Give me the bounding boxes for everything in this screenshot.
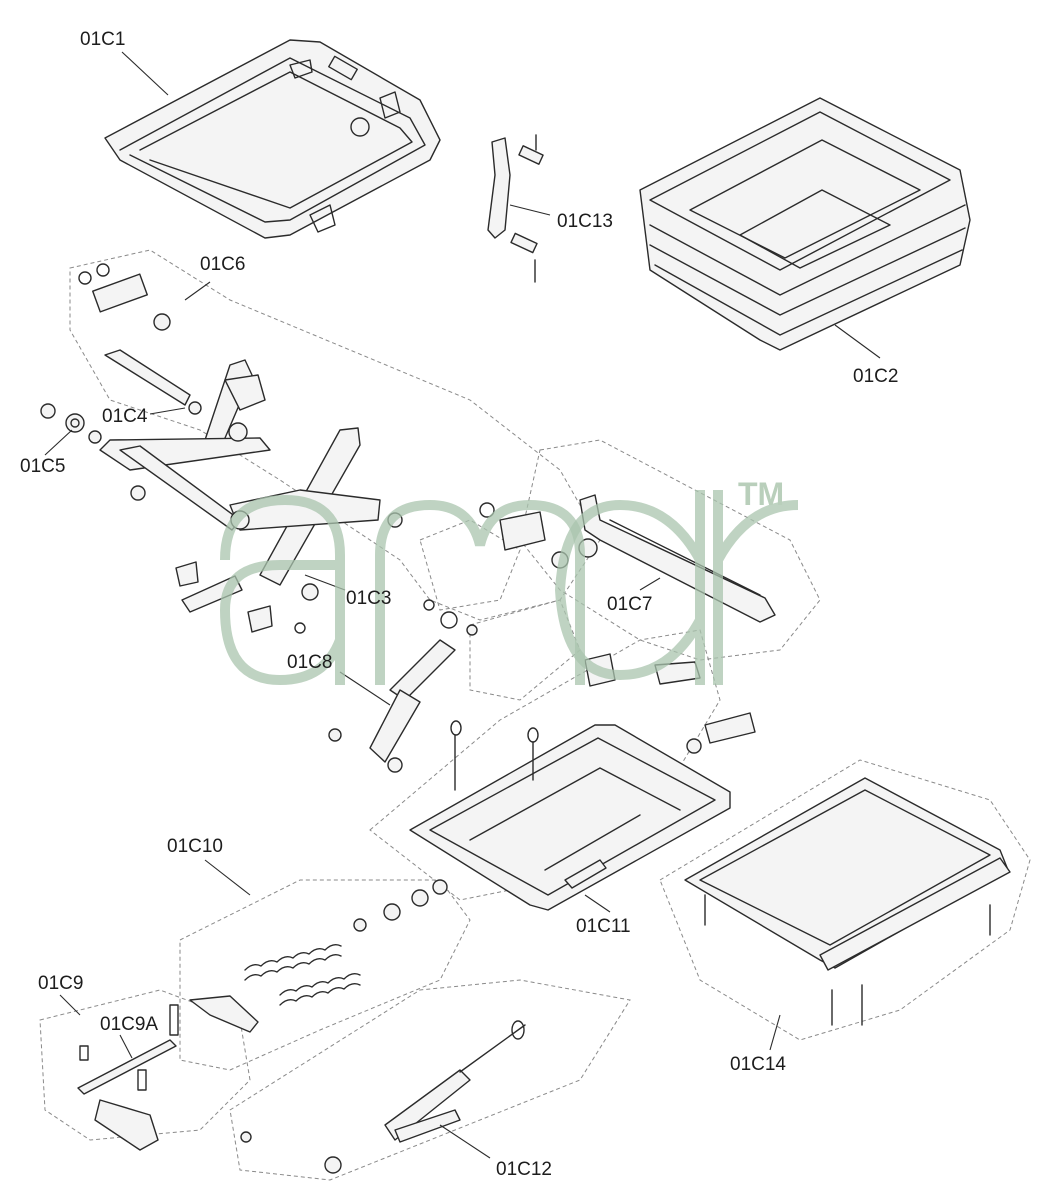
callout-01C12: 01C12 bbox=[496, 1159, 552, 1180]
callout-01C9: 01C9 bbox=[38, 973, 83, 994]
part-01C13-height-lever bbox=[487, 134, 544, 283]
callout-01C4: 01C4 bbox=[102, 406, 148, 427]
part-01C1-seat-pan bbox=[104, 39, 441, 239]
part-01C4-01C5-fasteners bbox=[40, 401, 202, 501]
part-01C2-seat-cushion bbox=[639, 97, 971, 351]
part-01C14-slide-plate bbox=[684, 777, 1011, 1026]
callout-01C6: 01C6 bbox=[200, 254, 245, 275]
callout-01C7: 01C7 bbox=[607, 594, 652, 615]
callout-01C3: 01C3 bbox=[346, 588, 391, 609]
callout-01C10: 01C10 bbox=[167, 836, 223, 857]
leader-lines bbox=[44, 51, 881, 1159]
watermark-logo: TM bbox=[220, 476, 799, 686]
watermark-trademark: TM bbox=[738, 476, 784, 512]
callout-01C14: 01C14 bbox=[730, 1054, 786, 1075]
callout-01C2: 01C2 bbox=[853, 366, 898, 387]
callout-labels: 01C1 01C2 01C3 01C4 01C5 01C6 01C7 01C8 … bbox=[20, 29, 898, 1180]
callout-01C13: 01C13 bbox=[557, 211, 613, 232]
part-01C8-shock-absorber bbox=[328, 599, 478, 773]
group-outlines bbox=[39, 249, 1031, 1181]
part-01C9-adjust-rod bbox=[77, 1004, 179, 1151]
callout-01C11: 01C11 bbox=[576, 916, 631, 937]
part-01C12-fore-aft-lever bbox=[240, 1020, 526, 1174]
callout-01C5: 01C5 bbox=[20, 456, 65, 477]
callout-01C9A: 01C9A bbox=[100, 1014, 158, 1035]
part-01C10-spring-set bbox=[189, 879, 448, 1033]
callout-01C8: 01C8 bbox=[287, 652, 332, 673]
callout-01C1: 01C1 bbox=[80, 29, 125, 50]
